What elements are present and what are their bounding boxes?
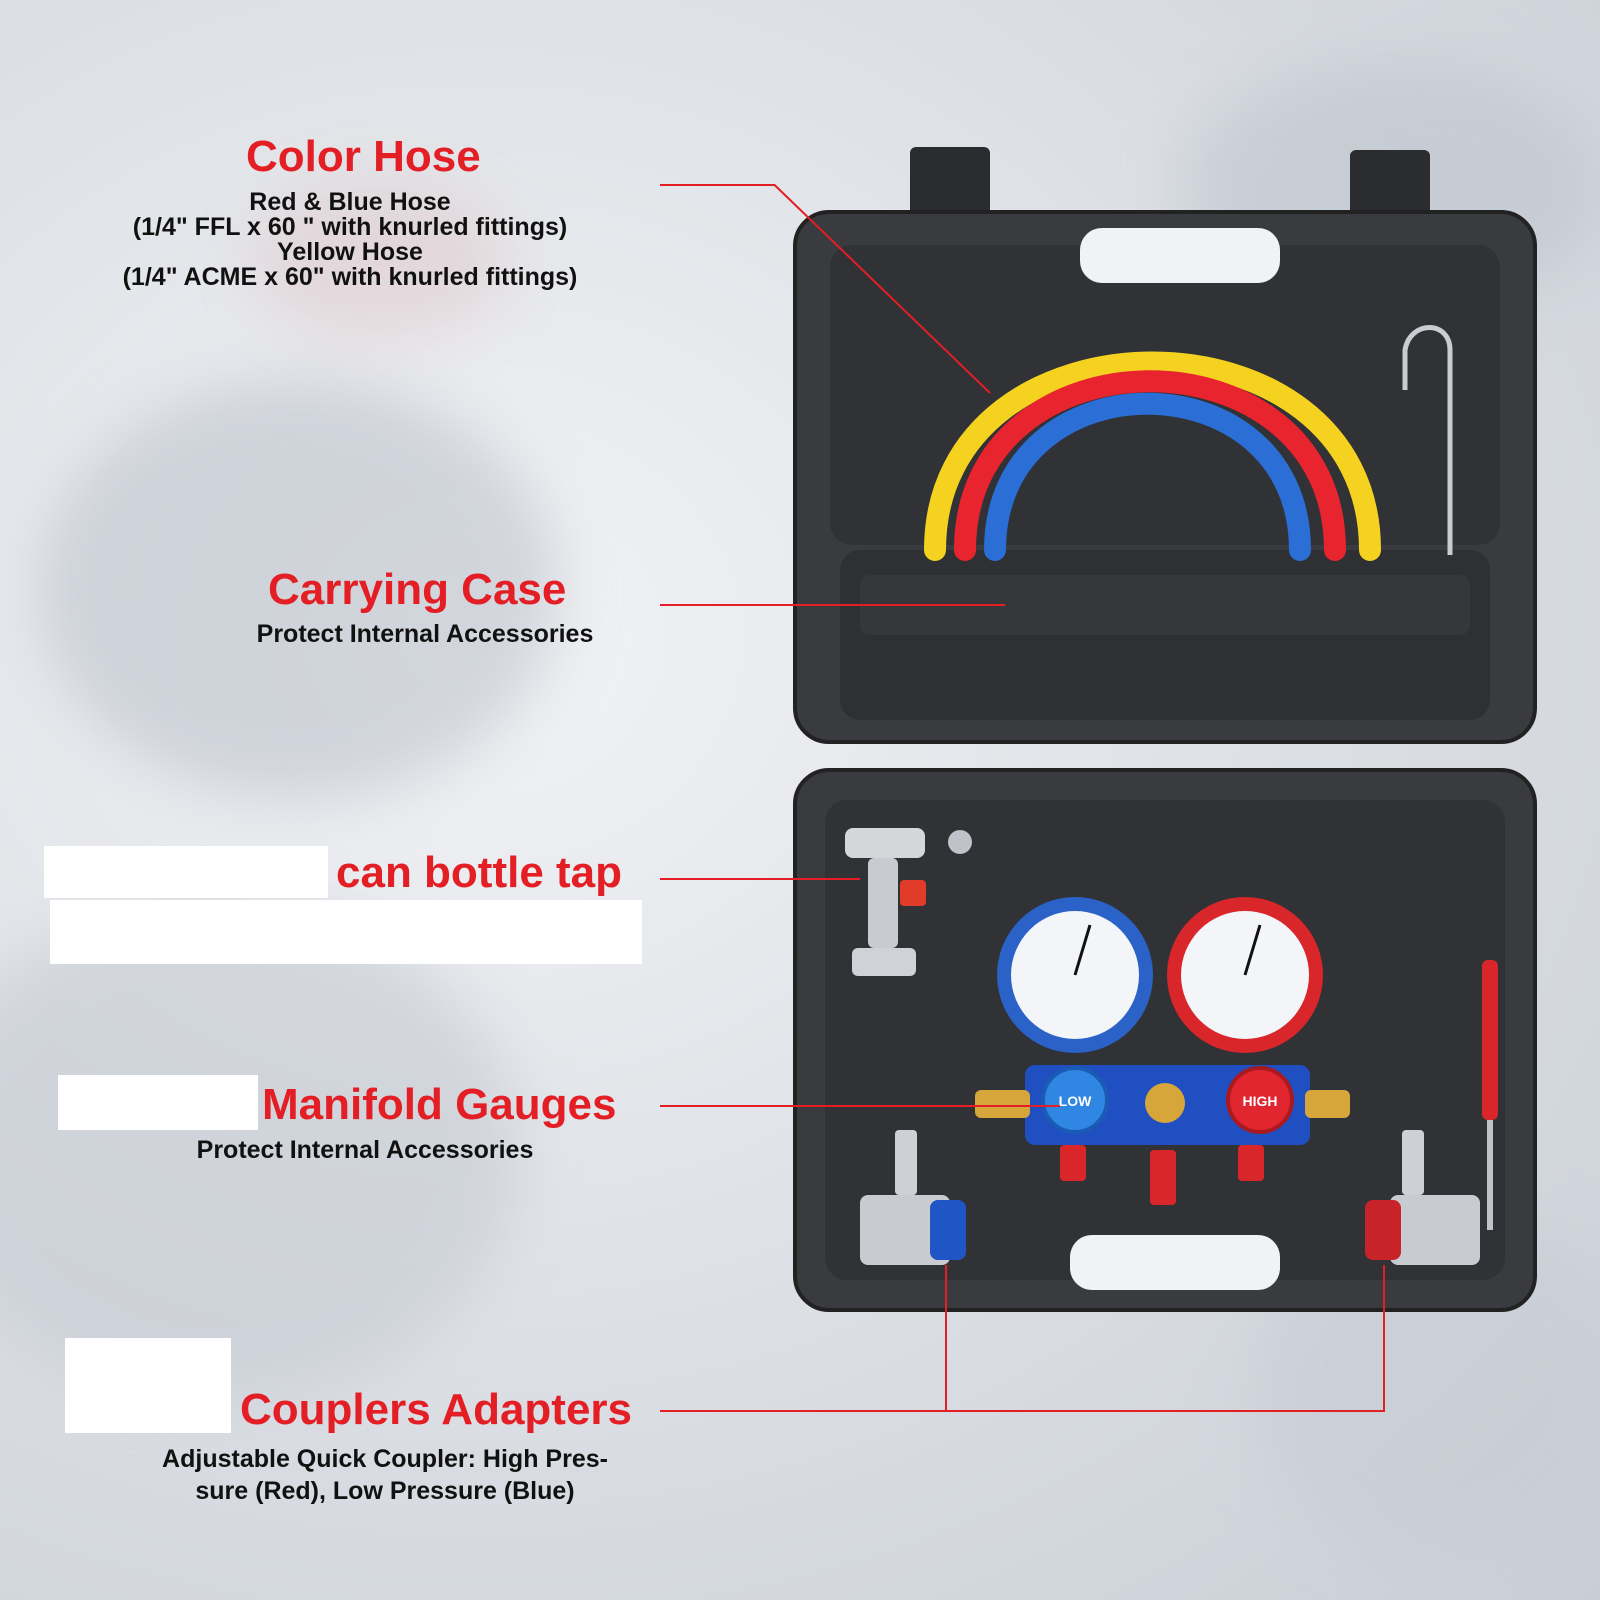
carrying-case-description: Protect Internal Accessories xyxy=(256,620,594,648)
low-pressure-gauge xyxy=(997,897,1153,1053)
carrying-case-title: Carrying Case xyxy=(268,565,567,614)
leader-couplers-high-v xyxy=(1383,1265,1385,1412)
leader-color-hose-h xyxy=(660,184,775,186)
color-hose-line-3: Yellow Hose xyxy=(277,238,423,266)
valve-core-tool xyxy=(1482,960,1498,1230)
high-pressure-gauge xyxy=(1167,897,1323,1053)
bottle-tap-tool xyxy=(845,828,972,976)
color-hose-line-2: (1/4" FFL x 60 " with knurled fittings) xyxy=(132,213,568,241)
leader-carrying-case xyxy=(660,604,1005,606)
redaction-block-1 xyxy=(44,846,328,898)
couplers-title: Couplers Adapters xyxy=(240,1385,633,1434)
low-knob xyxy=(1041,1066,1109,1134)
high-knob xyxy=(1226,1066,1294,1134)
hook-tool xyxy=(1402,325,1453,555)
redaction-block-4 xyxy=(65,1338,231,1433)
manifold-gauges-title: Manifold Gauges xyxy=(262,1080,617,1129)
leader-couplers-h xyxy=(660,1410,1385,1412)
high-coupler xyxy=(1365,1130,1480,1265)
redaction-block-3 xyxy=(58,1075,258,1130)
case-latch-right xyxy=(1350,150,1430,220)
color-hose-line-4: (1/4" ACME x 60" with knurled fittings) xyxy=(122,263,578,291)
couplers-description: Adjustable Quick Coupler: High Pres- sur… xyxy=(100,1443,670,1507)
case-latch-left xyxy=(910,147,990,217)
low-coupler xyxy=(860,1130,966,1265)
color-hose-line-1: Red & Blue Hose xyxy=(249,188,451,216)
leader-bottle-tap xyxy=(660,878,860,880)
manifold-gauges-description: Protect Internal Accessories xyxy=(196,1136,534,1164)
low-knob-label: LOW xyxy=(1059,1093,1092,1109)
leader-couplers-low-v xyxy=(945,1265,947,1412)
color-hose-description: Red & Blue Hose (1/4" FFL x 60 " with kn… xyxy=(80,190,620,290)
case-lid-handle-slot xyxy=(1080,228,1280,283)
couplers-line-2: sure (Red), Low Pressure (Blue) xyxy=(195,1477,575,1505)
high-knob-label: HIGH xyxy=(1243,1093,1278,1109)
case-base-handle-slot xyxy=(1070,1235,1280,1290)
bottle-tap-title: can bottle tap xyxy=(336,848,623,897)
hoses xyxy=(924,351,1381,561)
couplers-line-1: Adjustable Quick Coupler: High Pres- xyxy=(162,1445,608,1473)
color-hose-title: Color Hose xyxy=(246,132,481,181)
leader-manifold-gauges xyxy=(660,1105,1060,1107)
redaction-block-2 xyxy=(50,900,642,964)
